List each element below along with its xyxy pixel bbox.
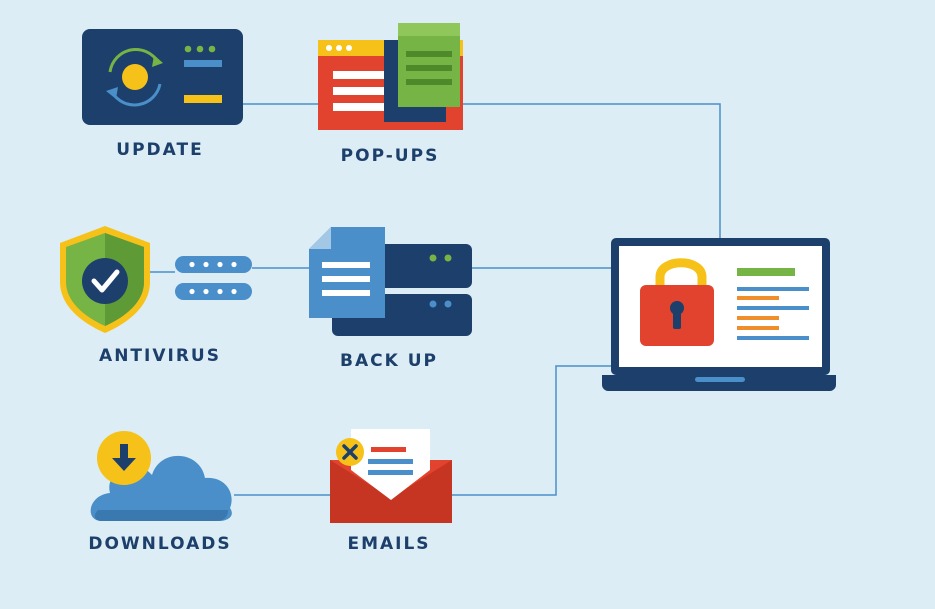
label-update: UPDATE: [116, 140, 204, 160]
label-antivirus: ANTIVIRUS: [99, 346, 221, 366]
connector-lines: [150, 103, 721, 496]
server-document-icon: [309, 227, 472, 336]
laptop-lock-icon: [602, 238, 836, 391]
email-alert-icon: [330, 429, 452, 523]
label-backup: BACK UP: [340, 351, 438, 371]
cloud-download-icon: [90, 431, 232, 521]
label-popups: POP-UPS: [340, 146, 440, 166]
label-downloads: DOWNLOADS: [88, 534, 232, 554]
connector-emails-laptop: [452, 365, 611, 496]
popup-windows-icon: [318, 23, 463, 130]
connector-popups-laptop: [463, 103, 721, 238]
shield-check-icon: [60, 226, 150, 333]
update-refresh-icon: [82, 29, 243, 125]
label-emails: EMAILS: [347, 534, 431, 554]
password-fields-icon: [175, 256, 252, 300]
